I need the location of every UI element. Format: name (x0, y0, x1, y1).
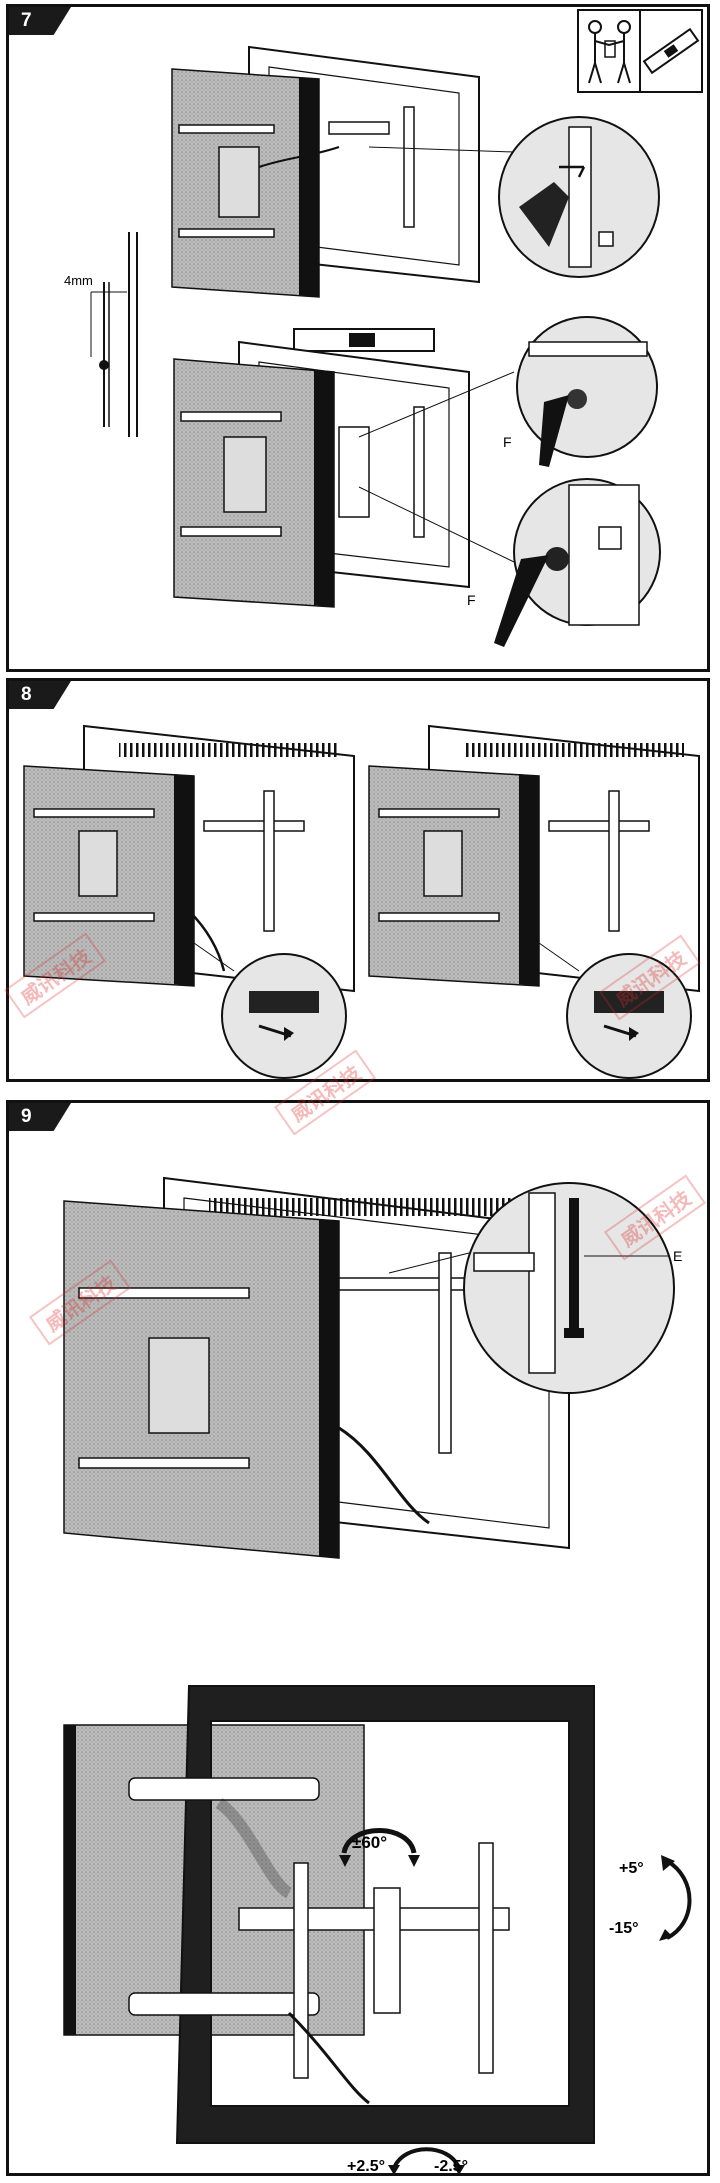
two-person-lift-icon (588, 11, 641, 91)
step-8-panel: 8 (6, 678, 710, 1082)
tilt-down-label: -15° (609, 1920, 639, 1937)
step-7-number: 7 (9, 7, 71, 35)
tilt-up-label: +5° (619, 1860, 644, 1877)
tool-f-lower-label: F (467, 592, 476, 608)
step-9-illustration: E ±60° +5° -15° +2.5° -2.5° (63, 1176, 692, 2175)
swivel-angle-label: ±60° (352, 1833, 387, 1852)
step-7-illustration: 4mm F F (64, 45, 661, 647)
step-9-panel: 9 E (6, 1100, 710, 2176)
step-8-illustration (23, 724, 700, 1079)
step-7-panel: 7 (6, 4, 710, 672)
level-left-label: +2.5° (347, 2158, 385, 2175)
level-tool-icon (642, 27, 700, 75)
tool-e-label: E (673, 1248, 682, 1264)
level-right-label: -2.5° (434, 2158, 468, 2175)
gap-4mm-label: 4mm (64, 273, 93, 288)
step-7-icon-box (577, 9, 703, 93)
tool-f-upper-label: F (503, 434, 512, 450)
